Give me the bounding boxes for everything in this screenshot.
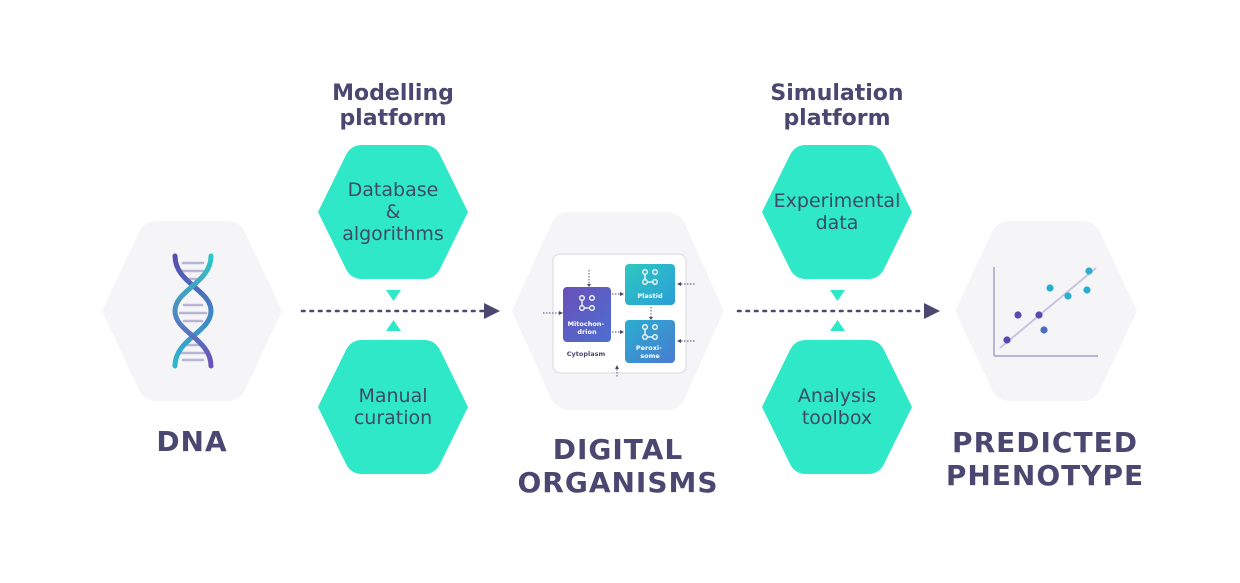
peroxisome-label: Peroxi- some <box>636 344 664 360</box>
mitochondrion-label-line1: Mitochon- <box>568 320 605 328</box>
digital-organisms-label: DIGITAL ORGANISMS <box>517 433 719 499</box>
predicted-phenotype-label: PREDICTED PHENOTYPE <box>945 426 1145 492</box>
cell-network-icon <box>543 253 695 378</box>
up-triangle-right <box>830 320 845 331</box>
dna-helix-icon <box>172 253 214 369</box>
peroxisome-box <box>625 320 675 363</box>
dna-hexagon <box>102 221 282 401</box>
experimental-data-hexagon <box>762 145 912 279</box>
manual-curation-hexagon <box>318 340 468 474</box>
simulation-platform-title: Simulation platform <box>770 81 904 131</box>
flow-arrow-left-head <box>484 303 500 319</box>
plastid-label: Plastid <box>637 292 663 300</box>
down-triangle-right <box>830 290 845 301</box>
experimental-data-text: Experimental data <box>773 190 901 234</box>
analysis-toolbox-text: Analysis toolbox <box>797 385 877 429</box>
mitochondrion-label-line2: drion <box>577 328 597 336</box>
manual-curation-text: Manual curation <box>353 385 433 429</box>
scatter-plot-icon <box>993 267 1098 357</box>
peroxisome-label-line1: Peroxi- <box>636 344 662 352</box>
dna-label: DNA <box>156 425 228 458</box>
peroxisome-label-line2: some <box>640 352 660 360</box>
modelling-platform-title: Modelling platform <box>332 81 454 131</box>
mitochondrion-box <box>563 287 611 342</box>
plastid-box <box>625 264 675 305</box>
analysis-toolbox-hexagon <box>762 340 912 474</box>
database-algorithms-hexagon <box>318 145 468 279</box>
mitochondrion-label: Mitochon- drion <box>568 320 607 336</box>
cytoplasm-label: Cytoplasm <box>567 350 606 358</box>
phenotype-hexagon <box>955 221 1137 401</box>
database-algorithms-text: Database & algorithms <box>342 179 444 245</box>
up-triangle-left <box>386 320 401 331</box>
down-triangle-left <box>386 290 401 301</box>
flow-arrow-right-head <box>924 303 940 319</box>
